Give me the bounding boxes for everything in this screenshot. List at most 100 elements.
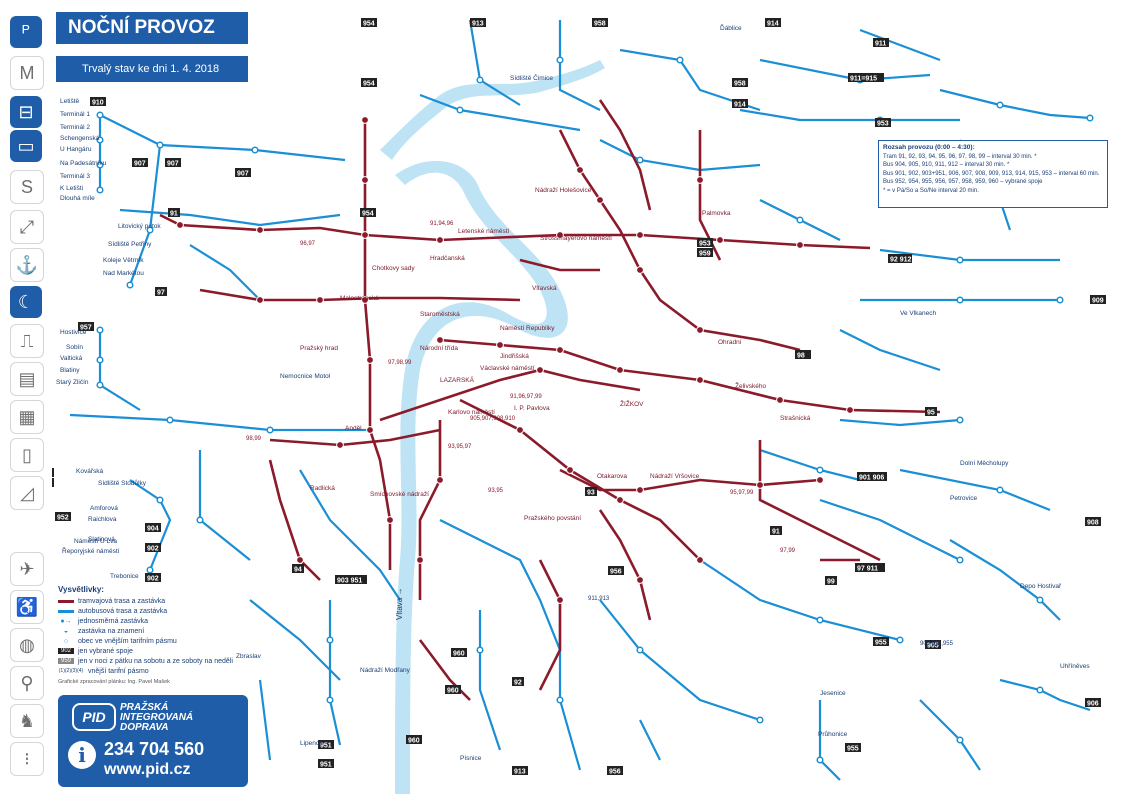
svg-text:953: 953: [699, 241, 711, 248]
svg-text:Valtická: Valtická: [60, 355, 83, 362]
bus-icon[interactable]: ▭: [10, 130, 42, 162]
stroller-icon[interactable]: ◍: [10, 628, 44, 662]
svg-text:951: 951: [320, 743, 332, 750]
svg-text:Terminál 3: Terminál 3: [60, 173, 90, 180]
svg-text:913: 913: [472, 21, 484, 28]
svg-text:Jindřišská: Jindřišská: [500, 353, 529, 360]
svg-text:95: 95: [927, 410, 935, 417]
svg-text:910: 910: [92, 100, 104, 107]
svg-text:Blatiny: Blatiny: [60, 367, 80, 374]
svg-text:98,99: 98,99: [246, 436, 262, 442]
svg-text:Uhříněves: Uhříněves: [1060, 663, 1090, 670]
svg-text:Otakarova: Otakarova: [597, 473, 627, 480]
svg-text:Průhonice: Průhonice: [818, 730, 848, 738]
operating-hours-line-2: Bus 904, 905, 910, 911, 912 – interval 3…: [883, 162, 1010, 169]
svg-text:97: 97: [157, 290, 165, 297]
ticket-machine-icon[interactable]: ▦: [10, 400, 44, 434]
svg-text:97,99: 97,99: [780, 548, 796, 554]
plane-icon[interactable]: ✈: [10, 552, 44, 586]
svg-text:Pražský hrad: Pražský hrad: [300, 345, 338, 352]
tram-icon[interactable]: ⊟: [10, 96, 42, 128]
escalator-icon[interactable]: ◿: [10, 476, 44, 510]
svg-text:Chotkovy sady: Chotkovy sady: [372, 265, 415, 272]
svg-text:I. P. Pavlova: I. P. Pavlova: [514, 405, 550, 412]
svg-text:903 951: 903 951: [337, 578, 362, 585]
svg-text:Nádraží Modřany: Nádraží Modřany: [360, 667, 411, 674]
svg-text:902: 902: [147, 546, 159, 553]
svg-text:Lipence: Lipence: [300, 740, 323, 747]
svg-text:908: 908: [1087, 520, 1099, 527]
footsteps-icon[interactable]: ⁝: [10, 742, 44, 776]
ticket-icon[interactable]: ▤: [10, 362, 44, 396]
svg-text:960: 960: [447, 688, 459, 695]
svg-text:Schengenská: Schengenská: [60, 135, 100, 142]
metro-icon[interactable]: M: [10, 56, 44, 90]
svg-text:954: 954: [362, 211, 374, 218]
brand-phone[interactable]: 234 704 560: [104, 739, 205, 759]
legend-row-oneway: ●→ jednosměrná zastávka: [58, 616, 253, 626]
svg-text:Jesenice: Jesenice: [820, 690, 846, 697]
svg-text:909: 909: [1092, 298, 1104, 305]
svg-text:905: 905: [927, 643, 939, 650]
svg-text:Strossmayerovo náměstí: Strossmayerovo náměstí: [540, 235, 612, 242]
anchor-icon[interactable]: ⚓: [10, 248, 44, 282]
svg-text:907: 907: [134, 161, 146, 168]
legend-row-tram: tramvajová trasa a zastávka: [58, 596, 253, 606]
svg-text:Malostranská: Malostranská: [340, 295, 379, 302]
station-labels: Letiště Terminál 1 Terminál 2 Terminál 3…: [56, 23, 1090, 762]
wheelchair-icon[interactable]: ♿: [10, 590, 44, 624]
svg-text:911: 911: [875, 41, 886, 48]
svg-text:905,911,955: 905,911,955: [920, 641, 954, 647]
bicycle-icon[interactable]: ⚲: [10, 666, 44, 700]
sidebar: ᴾ M ⊟ ▭ S ⤢ ⚓ ☾ ⎍ ▤ ▦ ▯ ◿ ✈ ♿ ◍ ⚲ ♞ ⁝: [0, 0, 52, 794]
operating-hours-line-4: Bus 952, 954, 955, 956, 957, 958, 959, 9…: [883, 179, 1043, 186]
river-vltava: [395, 160, 568, 794]
svg-text:Dlouhá míle: Dlouhá míle: [60, 195, 95, 202]
svg-text:Amforová: Amforová: [90, 505, 118, 512]
svg-text:Strašnická: Strašnická: [780, 415, 811, 422]
timetable-icon[interactable]: ⎍: [10, 324, 44, 358]
legend-row-zone: (1)(2)(3)(4) vnější tarifní pásmo: [58, 667, 149, 675]
legend-row-weekend: 959 jen v noci z pátku na sobotu a ze so…: [58, 656, 253, 666]
svg-text:906: 906: [1087, 701, 1099, 708]
svg-text:952: 952: [57, 515, 69, 522]
svg-text:902: 902: [147, 576, 159, 583]
vltava-label: Vltava →: [395, 588, 404, 620]
legend-row-bus: autobusová trasa a zastávka: [58, 606, 253, 616]
dog-icon[interactable]: ♞: [10, 704, 44, 738]
svg-text:Hradčanská: Hradčanská: [430, 255, 465, 262]
night-moon-icon[interactable]: ☾: [10, 286, 42, 318]
suburban-rail-icon[interactable]: S: [10, 170, 44, 204]
svg-text:Palmovka: Palmovka: [702, 210, 731, 217]
svg-text:93,95: 93,95: [488, 488, 504, 494]
svg-text:Letenské náměstí: Letenské náměstí: [458, 228, 510, 235]
svg-text:913: 913: [514, 769, 526, 776]
svg-text:K Letišti: K Letišti: [60, 185, 83, 192]
svg-text:99: 99: [827, 579, 835, 586]
brand-web-link[interactable]: www.pid.cz: [104, 761, 191, 778]
svg-text:Kovářská: Kovářská: [76, 468, 103, 475]
svg-text:958: 958: [734, 81, 746, 88]
operating-hours-line-3: Bus 901, 902, 903+951, 906, 907, 908, 90…: [883, 170, 1100, 177]
svg-text:Starý Zličín: Starý Zličín: [56, 379, 89, 386]
operating-hours-title: Rozsah provozu (0:00 – 4:30):: [883, 144, 975, 151]
svg-text:911=915: 911=915: [850, 76, 877, 83]
operating-hours-note: * = v Pá/So a So/Ne interval 20 min.: [883, 187, 979, 194]
svg-text:951: 951: [320, 762, 332, 769]
legend-request-swatch: ◒: [63, 627, 69, 635]
legend-title: Vysvětlivky:: [58, 585, 104, 594]
svg-text:953: 953: [877, 121, 889, 128]
pid-logo-icon[interactable]: ᴾ: [10, 16, 42, 48]
page-subtitle: Trvalý stav ke dni 1. 4. 2018: [56, 56, 248, 82]
svg-text:Radlická: Radlická: [310, 485, 335, 492]
funicular-icon[interactable]: ⤢: [10, 210, 44, 244]
svg-text:91,96,97,99: 91,96,97,99: [510, 394, 542, 400]
tram-stops: [176, 116, 854, 604]
pid-brand-logo: PID: [72, 703, 116, 731]
mobile-phone-icon[interactable]: ▯: [10, 438, 44, 472]
svg-text:Sídliště Petřiny: Sídliště Petřiny: [108, 241, 152, 248]
svg-text:Karlovo náměstí: Karlovo náměstí: [448, 409, 495, 416]
svg-text:93,95,97: 93,95,97: [448, 444, 472, 450]
brand-org-name: PRAŽSKÁ INTEGROVANÁ DOPRAVA: [120, 702, 194, 733]
svg-text:92 912: 92 912: [890, 257, 912, 264]
